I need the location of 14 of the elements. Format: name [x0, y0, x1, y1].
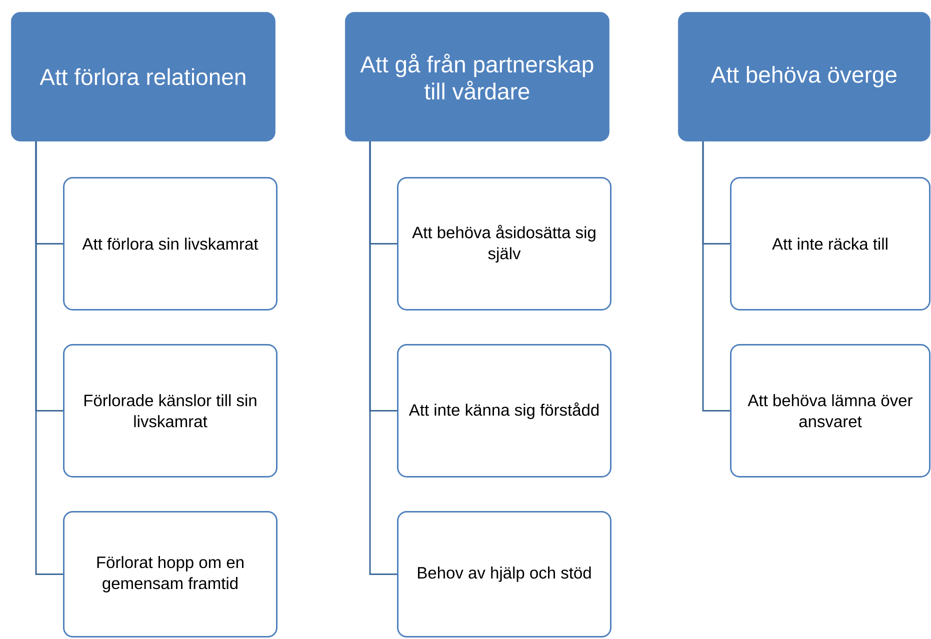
subcategory-box: Att behöva lämna över ansvaret: [730, 344, 930, 478]
subcategory-box: Förlorade känslor till sin livskamrat: [63, 344, 278, 478]
connector-line: [369, 141, 397, 575]
category-box: Att behöva överge: [678, 12, 930, 142]
subcategory-box: Behov av hjälp och stöd: [397, 510, 612, 638]
category-box: Att förlora relationen: [11, 12, 276, 142]
subcategory-box: Att behöva åsidosätta sig själv: [397, 177, 612, 310]
subcategory-box: Att inte känna sig förstådd: [397, 344, 612, 478]
connector-line: [35, 141, 63, 575]
subcategory-box: Att inte räcka till: [730, 177, 930, 310]
category-box: Att gå från partnerskap till vårdare: [345, 12, 610, 142]
subcategory-box: Förlorat hopp om en gemensam framtid: [63, 510, 278, 638]
subcategory-box: Att förlora sin livskamrat: [63, 177, 278, 310]
connector-line: [702, 141, 730, 412]
